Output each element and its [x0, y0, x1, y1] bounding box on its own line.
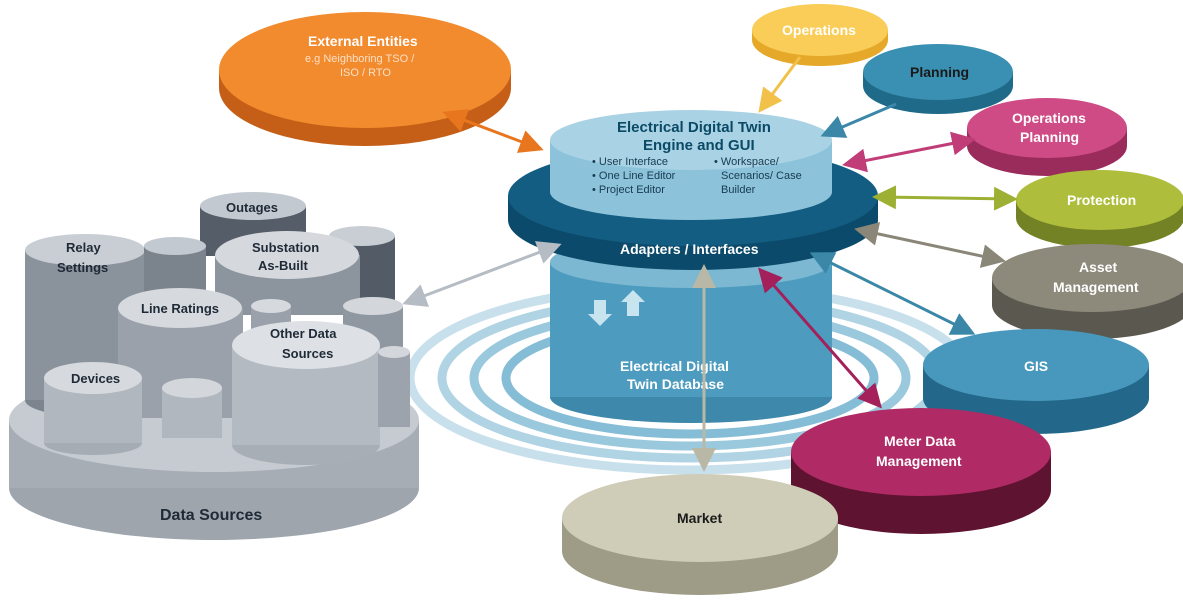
market-disk: Market: [562, 474, 838, 595]
external-title: External Entities: [308, 33, 418, 49]
data-sources-label: Data Sources: [160, 507, 262, 524]
line-ratings-label: Line Ratings: [141, 301, 219, 316]
meter-label-1: Meter Data: [884, 433, 956, 449]
planning-label: Planning: [910, 64, 969, 80]
arrow-external: [442, 109, 544, 153]
connector-arrows: [402, 56, 1018, 472]
relay-label-2: Settings: [57, 260, 108, 275]
arrow-data-sources: [402, 241, 562, 307]
engine-title-2: Engine and GUI: [643, 137, 755, 154]
engine-bullet-l3: • Project Editor: [592, 184, 665, 196]
external-sub-2: ISO / RTO: [340, 67, 391, 79]
outages-label: Outages: [226, 200, 278, 215]
arrow-gis: [809, 252, 976, 335]
gis-label: GIS: [1024, 358, 1048, 374]
operations-planning-disk: Operations Planning: [967, 98, 1127, 176]
asset-management-disk: Asset Management: [992, 244, 1183, 339]
planning-disk: Planning: [863, 44, 1013, 114]
adapters-label: Adapters / Interfaces: [620, 241, 759, 257]
arrow-operations: [758, 56, 802, 113]
arrow-protection: [872, 185, 1018, 211]
operations-disk: Operations: [752, 4, 888, 66]
external-sub-1: e.g Neighboring TSO /: [305, 53, 415, 65]
relay-label-1: Relay: [66, 240, 101, 255]
other-data-label-1: Other Data: [270, 326, 337, 341]
asset-label-2: Management: [1053, 279, 1139, 295]
engine-disk: Electrical Digital Twin Engine and GUI •…: [550, 110, 832, 220]
arrow-planning: [820, 102, 897, 138]
meter-data-disk: Meter Data Management: [791, 408, 1051, 534]
database-label-2: Twin Database: [627, 376, 724, 392]
protection-disk: Protection: [1016, 170, 1183, 248]
arrow-asset: [854, 222, 1006, 268]
ops-planning-label-2: Planning: [1020, 129, 1079, 145]
engine-bullet-r3: Builder: [721, 184, 756, 196]
external-entities-disk: External Entities e.g Neighboring TSO / …: [219, 12, 511, 146]
other-data-label-2: Sources: [282, 346, 333, 361]
engine-bullet-r1: • Workspace/: [714, 156, 780, 168]
operations-label: Operations: [782, 22, 856, 38]
market-label: Market: [677, 510, 722, 526]
arrow-meter: [758, 267, 882, 409]
substation-label-1: Substation: [252, 240, 319, 255]
down-arrow-icon: [588, 300, 612, 326]
substation-label-2: As-Built: [258, 258, 309, 273]
meter-label-2: Management: [876, 453, 962, 469]
arrow-ops-planning: [842, 131, 976, 173]
asset-label-1: Asset: [1079, 259, 1117, 275]
engine-title-1: Electrical Digital Twin: [617, 119, 771, 136]
data-source-cylinders: Outages Relay Settings Substation As-Bui…: [25, 192, 410, 465]
up-arrow-icon: [621, 290, 645, 316]
database-label-1: Electrical Digital: [620, 358, 729, 374]
engine-bullet-l1: • User Interface: [592, 156, 668, 168]
ops-planning-label-1: Operations: [1012, 110, 1086, 126]
engine-bullet-r2: Scenarios/ Case: [721, 170, 802, 182]
devices-label: Devices: [71, 371, 120, 386]
engine-bullet-l2: • One Line Editor: [592, 170, 676, 182]
protection-label: Protection: [1067, 192, 1136, 208]
